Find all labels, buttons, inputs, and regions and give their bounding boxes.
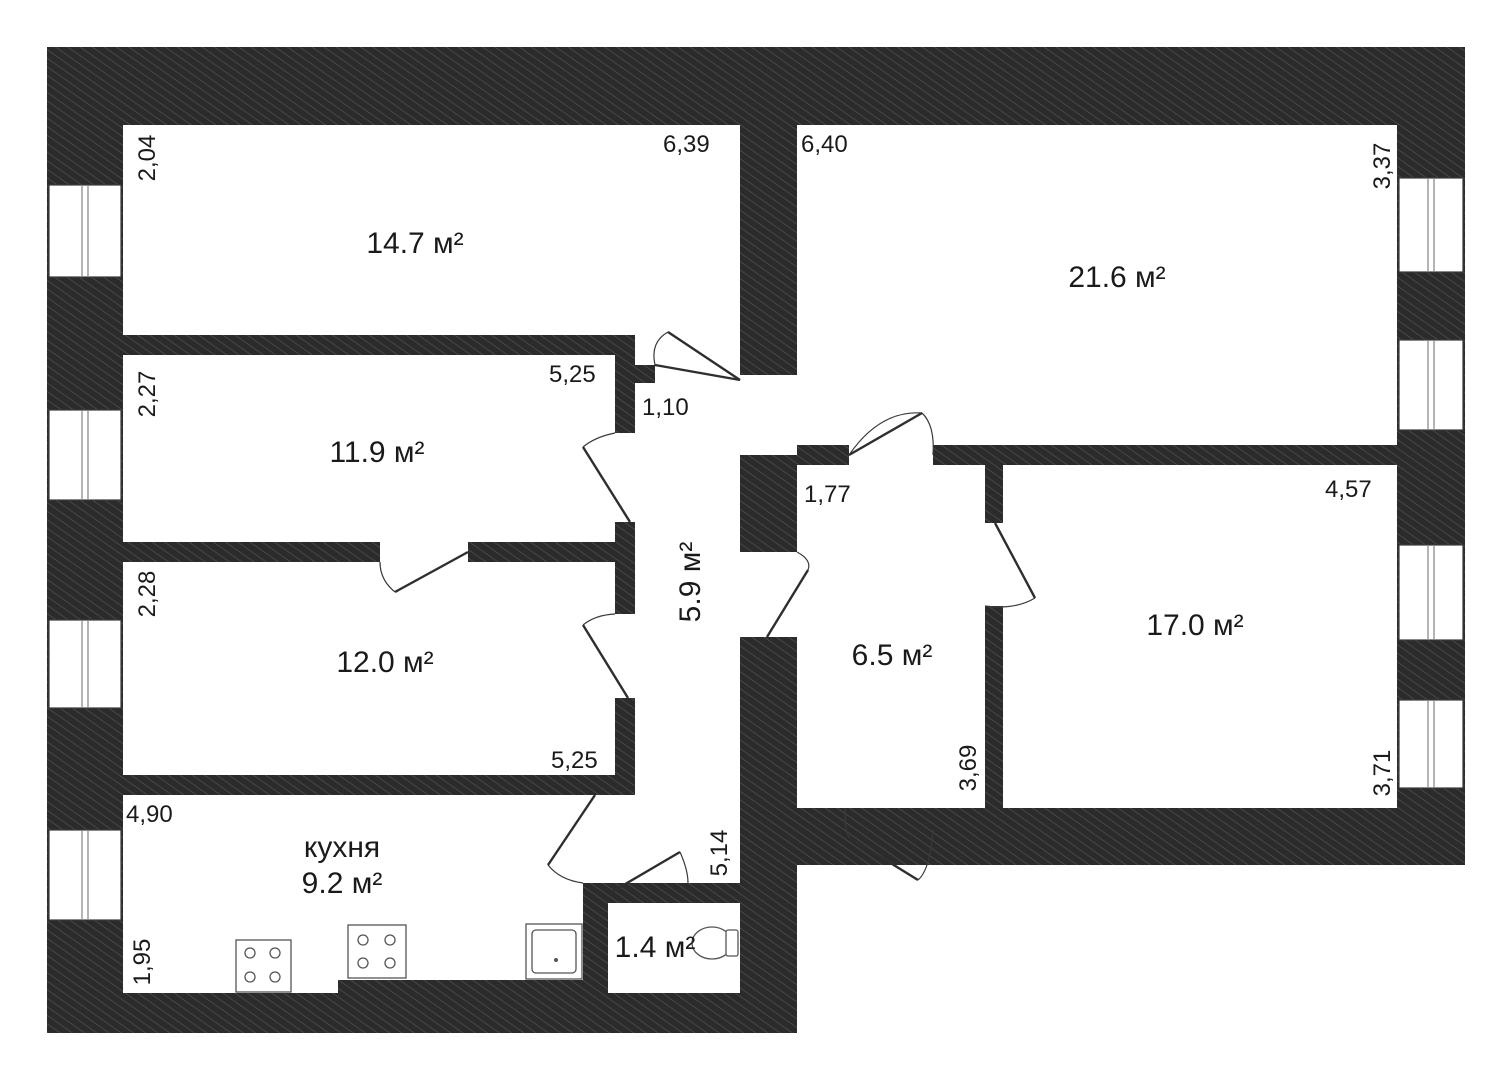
interior-walls — [123, 125, 1465, 993]
room-area-label: 12.0 м² — [336, 646, 433, 679]
dimension-label: 5,14 — [706, 830, 733, 877]
door-room-3 — [581, 613, 630, 699]
kitchen-fixtures — [235, 923, 583, 993]
stove-icon — [235, 939, 292, 993]
dimension-label: 2,28 — [134, 571, 161, 618]
door-room-4 — [848, 411, 934, 457]
room-area-label: 14.7 м² — [366, 227, 463, 260]
dimension-label: 6,40 — [801, 131, 848, 158]
dimension-label: 2,04 — [134, 135, 161, 182]
door-room-2 — [581, 432, 632, 523]
dimension-labels: 2,04 6,39 6,40 3,37 2,27 5,25 1,10 1,77 … — [126, 131, 1396, 985]
doors — [379, 331, 1037, 895]
window-right-2 — [1398, 339, 1464, 431]
window-left-2 — [48, 409, 122, 501]
dimension-label: 4,90 — [126, 801, 173, 828]
room-labels: 14.7 м² 11.9 м² 12.0 м² кухня 9.2 м² 1.4… — [302, 227, 1244, 964]
room-area-label: 21.6 м² — [1068, 261, 1165, 294]
room-area-label: 17.0 м² — [1146, 609, 1243, 642]
kitchen-name-label: кухня — [304, 831, 380, 864]
dimension-label: 3,37 — [1369, 143, 1396, 190]
dimension-label: 1,10 — [642, 394, 689, 421]
window-right-3 — [1398, 544, 1464, 641]
stove-icon — [347, 924, 407, 979]
window-left-3 — [48, 619, 122, 709]
door-corridor-hall — [765, 551, 810, 638]
dimension-label: 5,25 — [549, 361, 596, 388]
door-kitchen — [547, 794, 596, 884]
door-entrance — [844, 807, 934, 882]
room-area-label: 6.5 м² — [852, 639, 933, 672]
dimension-label: 1,77 — [804, 481, 851, 508]
dimension-label: 2,27 — [134, 371, 161, 418]
dimension-label: 3,69 — [955, 745, 982, 792]
window-right-1 — [1398, 177, 1464, 273]
room-area-label: 1.4 м² — [615, 931, 696, 964]
room-area-label: 11.9 м² — [329, 436, 424, 469]
dimension-label: 5,25 — [551, 747, 598, 774]
dimension-label: 1,95 — [129, 939, 156, 986]
door-room-1 — [653, 331, 741, 382]
dimension-label: 4,57 — [1325, 476, 1372, 503]
dimension-label: 6,39 — [663, 131, 710, 158]
dimension-label: 3,71 — [1369, 750, 1396, 797]
door-room-5 — [984, 522, 1037, 608]
sink-icon — [525, 923, 583, 980]
window-left-4 — [48, 829, 122, 921]
toilet-icon — [691, 926, 739, 960]
window-left-1 — [48, 184, 122, 278]
door-bathroom — [609, 850, 689, 895]
door-room-3-upper — [379, 550, 469, 594]
room-area-label: 9.2 м² — [302, 867, 383, 900]
window-right-4 — [1398, 699, 1464, 789]
room-area-label: 5.9 м² — [674, 542, 707, 623]
windows — [48, 177, 1464, 921]
